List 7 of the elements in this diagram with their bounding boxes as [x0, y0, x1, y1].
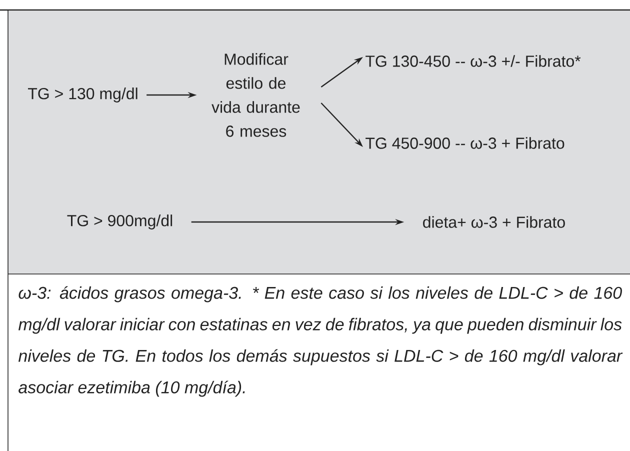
- flow-text: dieta+ ω-3 + Fibrato: [423, 216, 565, 228]
- flow-text: TG 130-450 -- ω-3 +/- Fibrato*: [366, 55, 581, 67]
- flow-text: TG > 130 mg/dl: [28, 88, 138, 102]
- caption: ω-3: ácidos grasos omega-3. * En este caso si los niveles de LDL-C > de 160 mg/dl valorar iniciar con estatinas en vez de fibratos, ya que pueden disminuir los niveles de TG. En todos los demás supuestos si LDL-C > de 160 mg/dl valorar asociar ezetimiba (10 mg/día).: [18, 286, 623, 397]
- flow-text: TG 450-900 -- ω-3 + Fibrato: [366, 137, 564, 149]
- flow-text: TG > 900mg/dl: [67, 214, 172, 230]
- flow-text: Modificar estilo de vida durante 6 meses: [212, 53, 300, 137]
